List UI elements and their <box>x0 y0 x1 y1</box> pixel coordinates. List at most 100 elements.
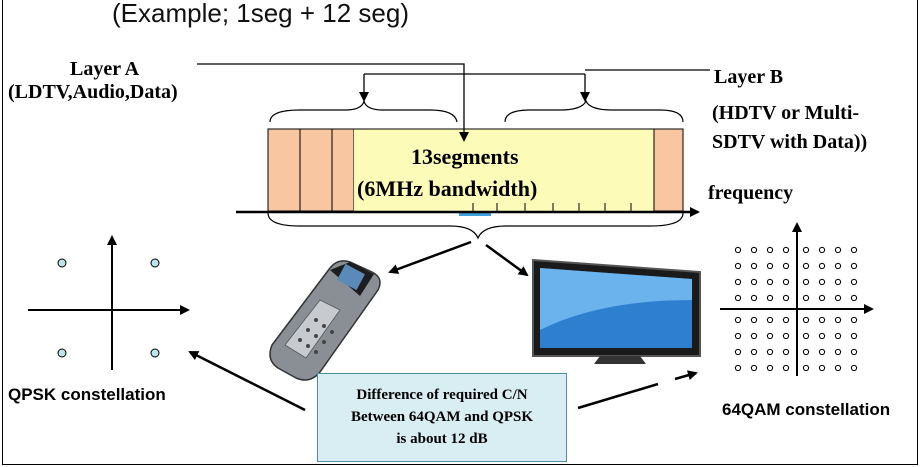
qam-point <box>782 294 790 302</box>
qam-point <box>782 262 790 270</box>
qam-point <box>782 246 790 254</box>
qpsk-constellation <box>28 235 190 370</box>
qam-point <box>782 364 790 372</box>
layer-connectors <box>197 63 710 142</box>
qam-point <box>750 316 758 324</box>
qam-point <box>766 332 774 340</box>
qam-point <box>766 262 774 270</box>
qam-point <box>850 262 858 270</box>
qam-point <box>750 364 758 372</box>
qam-point <box>850 316 858 324</box>
arrow-note-to-qpsk <box>188 350 306 412</box>
cn-difference-note: Difference of required C/N Between 64QAM… <box>317 373 567 462</box>
qam-point <box>834 316 842 324</box>
layer-a-content: (LDTV,Audio,Data) <box>8 81 178 103</box>
qam-point <box>766 294 774 302</box>
qam-point <box>802 316 810 324</box>
qam-point <box>834 364 842 372</box>
layer-b-content-line1: (HDTV or Multi- <box>712 102 860 124</box>
qam-point <box>750 332 758 340</box>
layer-a-title: Layer A <box>70 58 140 80</box>
qam-point <box>818 316 826 324</box>
qam-point <box>802 294 810 302</box>
qam-point <box>850 332 858 340</box>
qam-point <box>734 316 742 324</box>
qam-point <box>818 332 826 340</box>
qam-point <box>802 348 810 356</box>
center-segments <box>354 129 654 211</box>
qam-point <box>782 332 790 340</box>
qam-point <box>818 294 826 302</box>
qam-point <box>734 278 742 286</box>
qam-point <box>818 364 826 372</box>
qam-point <box>834 294 842 302</box>
center-segment-marker <box>459 211 491 216</box>
qam-point <box>782 316 790 324</box>
qam-point <box>850 294 858 302</box>
segment-1 <box>267 128 301 212</box>
qam-point <box>734 262 742 270</box>
brace-layer-b <box>504 99 684 123</box>
segment-13 <box>653 128 684 212</box>
qam-point <box>834 246 842 254</box>
qam-point <box>850 246 858 254</box>
qam-point <box>766 364 774 372</box>
television-image <box>532 258 701 364</box>
band-label-bandwidth: (6MHz bandwidth) <box>357 176 538 201</box>
qam-point <box>818 262 826 270</box>
qam-point <box>818 348 826 356</box>
qam-point <box>734 364 742 372</box>
qam-point <box>850 364 858 372</box>
brace-layer-a <box>269 100 458 123</box>
segment-ticks <box>472 203 632 211</box>
example-caption: (Example; 1seg + 12 seg) <box>112 0 409 28</box>
qam-point <box>782 278 790 286</box>
qam-point <box>750 348 758 356</box>
qam-point <box>802 246 810 254</box>
band-label-segments: 13segments <box>411 144 519 169</box>
qam-point <box>750 262 758 270</box>
qam-point <box>850 278 858 286</box>
segment-band <box>267 128 684 216</box>
qam-point <box>834 278 842 286</box>
qam-point <box>802 278 810 286</box>
qam-point <box>766 348 774 356</box>
qam-point <box>818 246 826 254</box>
qam-point <box>850 348 858 356</box>
arrow-to-tv <box>485 243 529 277</box>
qam-point <box>750 294 758 302</box>
segment-3 <box>331 128 355 212</box>
note-line-3: is about 12 dB <box>396 431 488 447</box>
qam-point <box>802 332 810 340</box>
arrow-note-to-qam <box>577 382 659 410</box>
qam-constellation-label: 64QAM constellation <box>722 400 891 419</box>
qam-point <box>750 278 758 286</box>
qam-point <box>802 262 810 270</box>
brace-whole-band <box>267 212 684 240</box>
note-line-1: Difference of required C/N <box>356 387 528 403</box>
qam64-constellation <box>720 222 874 376</box>
qam-point <box>818 278 826 286</box>
qam-point <box>734 294 742 302</box>
qpsk-constellation-label: QPSK constellation <box>8 385 166 404</box>
arrow-to-phone <box>388 240 472 274</box>
qam-point <box>734 348 742 356</box>
qam-point <box>750 246 758 254</box>
qam-point <box>734 246 742 254</box>
frequency-axis-label: frequency <box>708 182 794 204</box>
qam-point <box>834 348 842 356</box>
qam-point <box>766 246 774 254</box>
qam-point <box>766 278 774 286</box>
qam-point <box>734 332 742 340</box>
mobile-phone-image <box>269 260 381 381</box>
qam-point <box>802 364 810 372</box>
qam-point <box>766 316 774 324</box>
qam-point <box>834 262 842 270</box>
qam-point <box>834 332 842 340</box>
layer-b-title: Layer B <box>714 66 784 88</box>
qam-point <box>782 348 790 356</box>
note-line-2: Between 64QAM and QPSK <box>350 409 534 425</box>
